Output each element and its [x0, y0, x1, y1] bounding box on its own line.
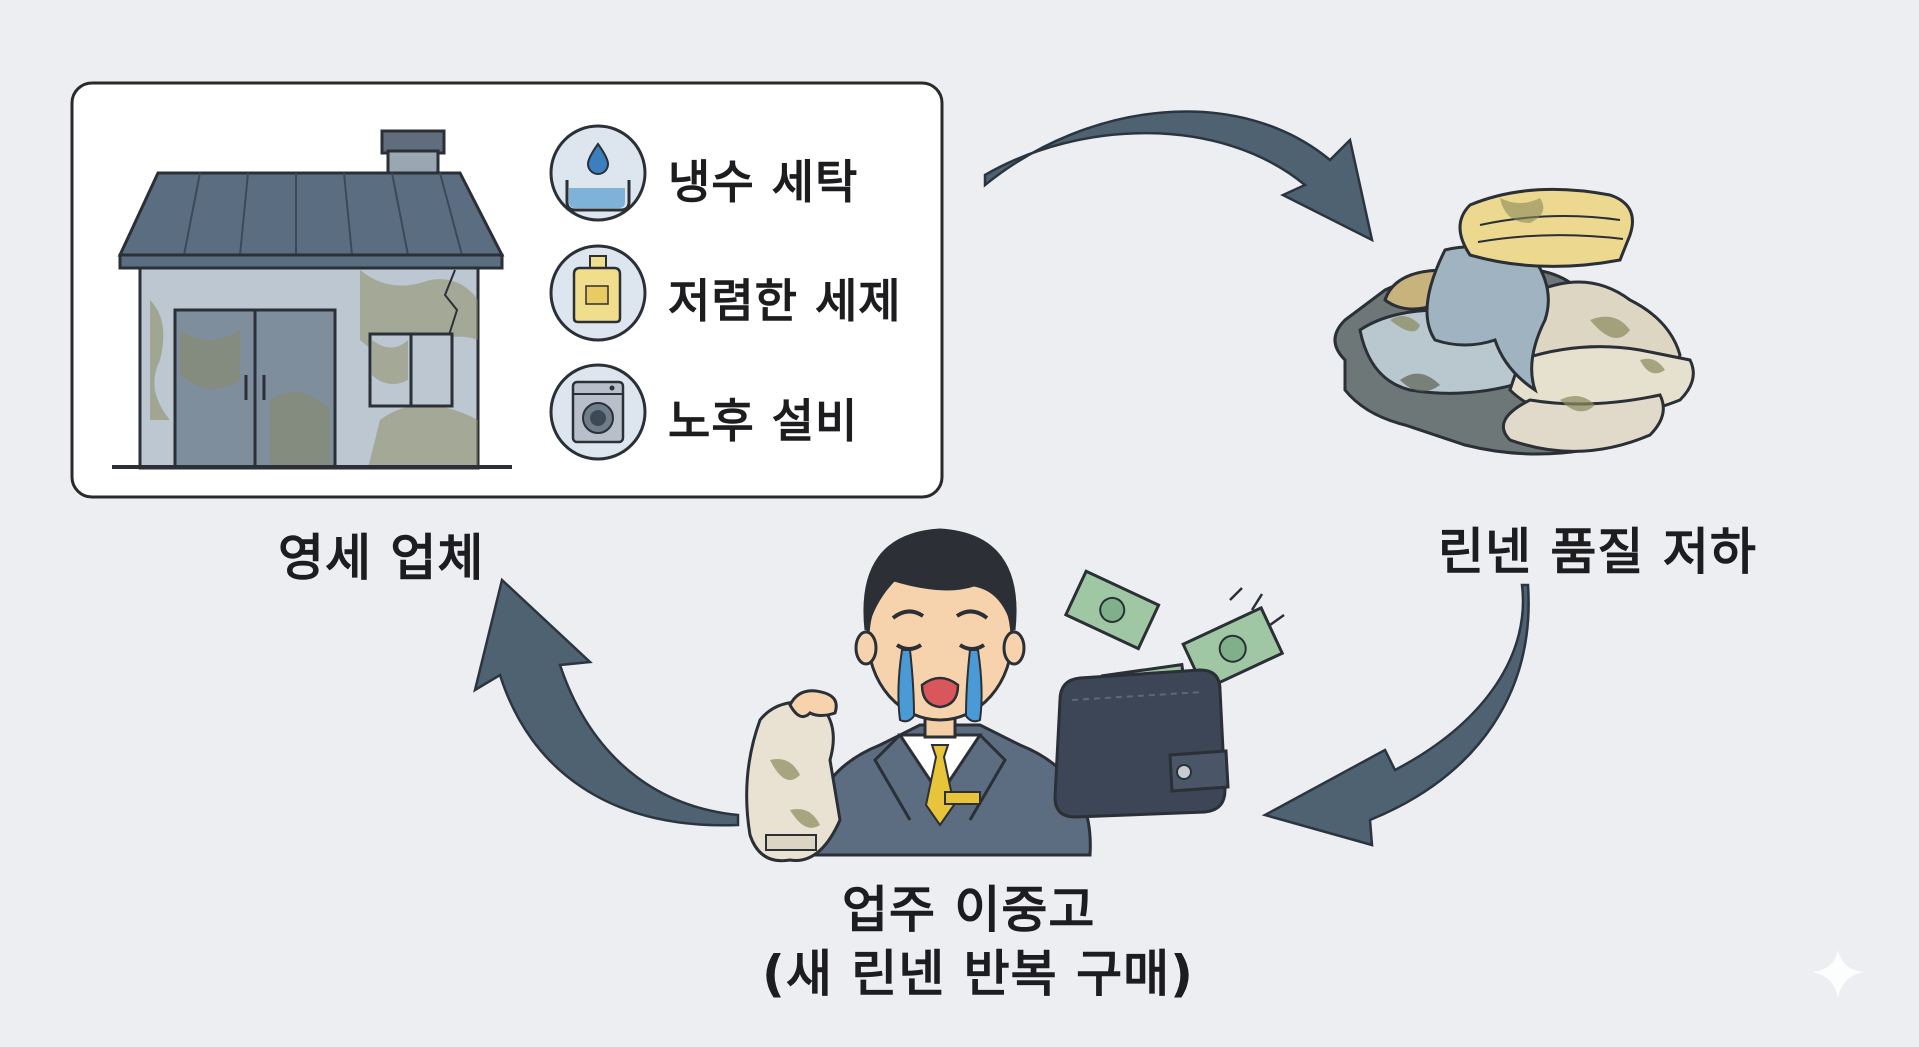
factor-label-old-equipment: 노후 설비	[668, 394, 859, 448]
factor-label-cold-wash: 냉수 세탁	[668, 155, 859, 209]
linen-quality-label: 린넨 품질 저하	[1438, 523, 1757, 581]
wallet-money-illustration	[1053, 569, 1285, 819]
owner-illustration	[745, 528, 1092, 863]
arrow-owner-to-vendor	[473, 577, 740, 827]
washing-machine-icon	[549, 363, 647, 461]
factor-label-cheap-detergent: 저렴한 세제	[668, 274, 902, 328]
arrow-vendor-to-linen	[983, 110, 1374, 243]
water-drop-icon	[549, 124, 647, 222]
owner-burden-sublabel: (새 린넨 반복 구매)	[762, 945, 1194, 1003]
detergent-bottle-icon	[549, 244, 647, 342]
arrow-linen-to-owner	[1261, 583, 1530, 847]
vendor-label: 영세 업체	[278, 529, 485, 587]
vendor-building-illustration	[112, 129, 512, 470]
owner-burden-label: 업주 이중고	[842, 881, 1096, 939]
sparkle-icon	[1812, 950, 1864, 998]
linen-pile-illustration	[1333, 187, 1695, 456]
